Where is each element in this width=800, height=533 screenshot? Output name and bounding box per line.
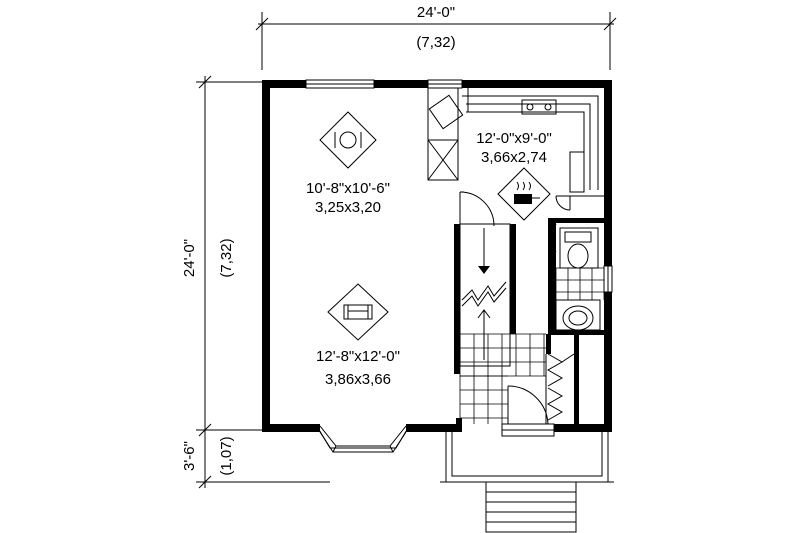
top-dimension: 24'-0" (7,32) <box>255 4 617 70</box>
top-dimension-metric: (7,32) <box>416 34 455 51</box>
kitchen-size-metric: 3,66x2,74 <box>481 149 547 166</box>
bathroom <box>555 227 601 331</box>
hall-tiles <box>459 333 546 424</box>
sofa-icon <box>327 283 389 341</box>
bay-window <box>317 425 409 453</box>
kitchen-counter <box>462 88 604 211</box>
porch-dimension-imperial: 3'-6" <box>181 441 198 471</box>
top-window <box>305 79 463 89</box>
entry-door <box>501 385 555 437</box>
kitchen-size-imperial: 12'-0"x9'-0" <box>476 130 552 147</box>
stair-door <box>459 191 495 227</box>
left-dimension: 24'-0" (7,32) 3'-6" (1,07) <box>181 75 330 489</box>
left-dimension-imperial: 24'-0" <box>181 239 198 277</box>
left-dimension-metric: (7,32) <box>218 238 235 277</box>
living-size-metric: 3,86x3,66 <box>325 371 391 388</box>
porch-dimension-metric: (1,07) <box>218 436 235 475</box>
bathroom-tiles <box>555 267 605 300</box>
bathroom-door <box>551 223 557 253</box>
dining-size-imperial: 10'-8"x10'-6" <box>306 180 390 197</box>
interior-walls <box>454 218 608 424</box>
dining-size-metric: 3,25x3,20 <box>315 199 381 216</box>
pantry <box>427 88 464 181</box>
bathroom-window <box>603 265 613 293</box>
staircase <box>459 223 511 367</box>
cooking-pot-icon <box>497 167 551 221</box>
exterior-walls <box>262 80 612 432</box>
closet-doors <box>545 353 575 424</box>
living-size-imperial: 12'-8"x12'-0" <box>316 348 400 365</box>
top-dimension-imperial: 24'-0" <box>417 4 455 21</box>
porch <box>440 432 614 533</box>
dining-icon <box>319 111 377 169</box>
